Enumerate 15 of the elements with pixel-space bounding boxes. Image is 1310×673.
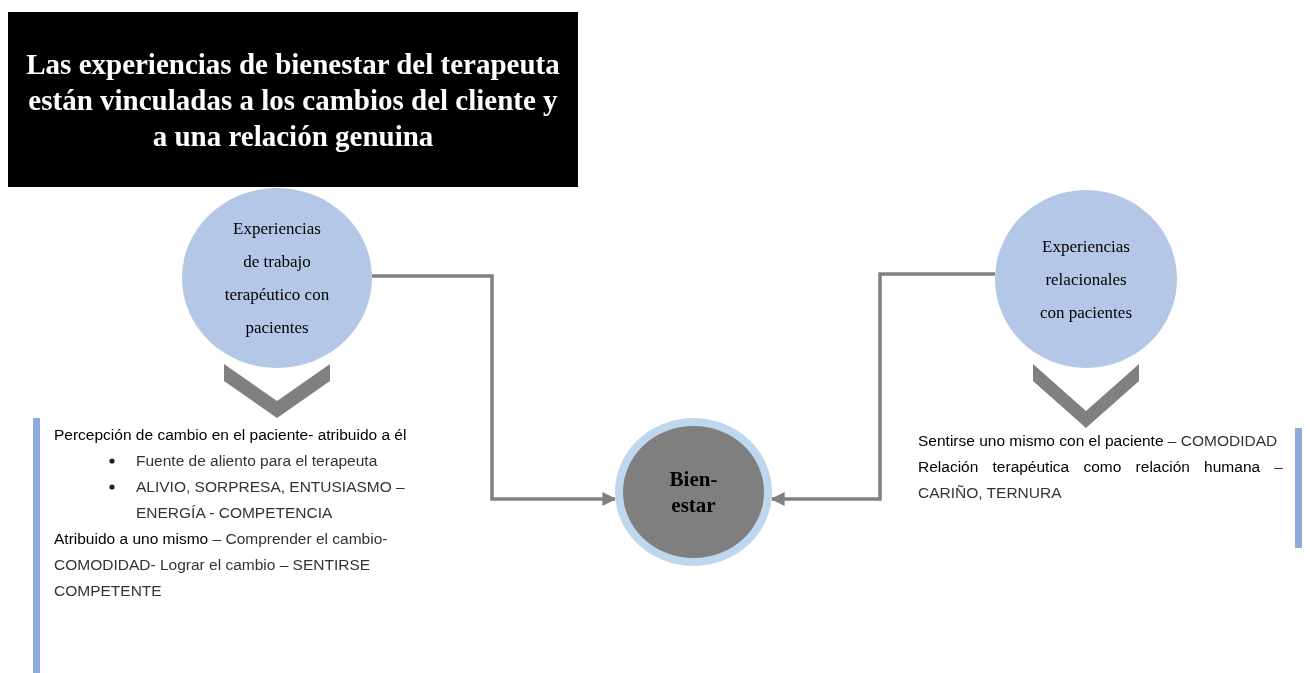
circle-label: Experiencias relacionales con pacientes <box>1038 235 1133 324</box>
panel-text: ALIVIO, SORPRESA, ENTUSIASMO – ENERGÍA - COMPETENCIA <box>54 474 477 526</box>
panel-text: Percepción de cambio en el paciente- atribuido a él <box>54 425 408 445</box>
panel-text: Sentirse uno mismo con el paciente – COMODIDAD <box>918 431 1279 451</box>
title-text: Las experiencias de bienestar del terapeuta están vinculadas a los cambios del cliente y a una relación genuina <box>25 46 561 154</box>
connector-arrow <box>372 274 617 506</box>
center-label: Bien- estar <box>668 466 719 518</box>
chevron-arrow <box>224 364 330 418</box>
panel-text: Fuente de aliento para el terapeuta <box>54 448 477 474</box>
circle-label: Experiencias de trabajo terapéutico con pacientes <box>224 218 330 339</box>
title-banner <box>8 12 578 187</box>
chevron-arrow <box>1033 364 1139 428</box>
panel-text: Atribuido a uno mismo – Comprender el cambio- COMODIDAD- Lograr el cambio – SENTIRSE COMPETENTE <box>54 529 389 601</box>
panel-text: Relación terapéutica como relación humana – CARIÑO, TERNURA <box>918 457 1283 503</box>
connector-arrow <box>770 272 995 506</box>
